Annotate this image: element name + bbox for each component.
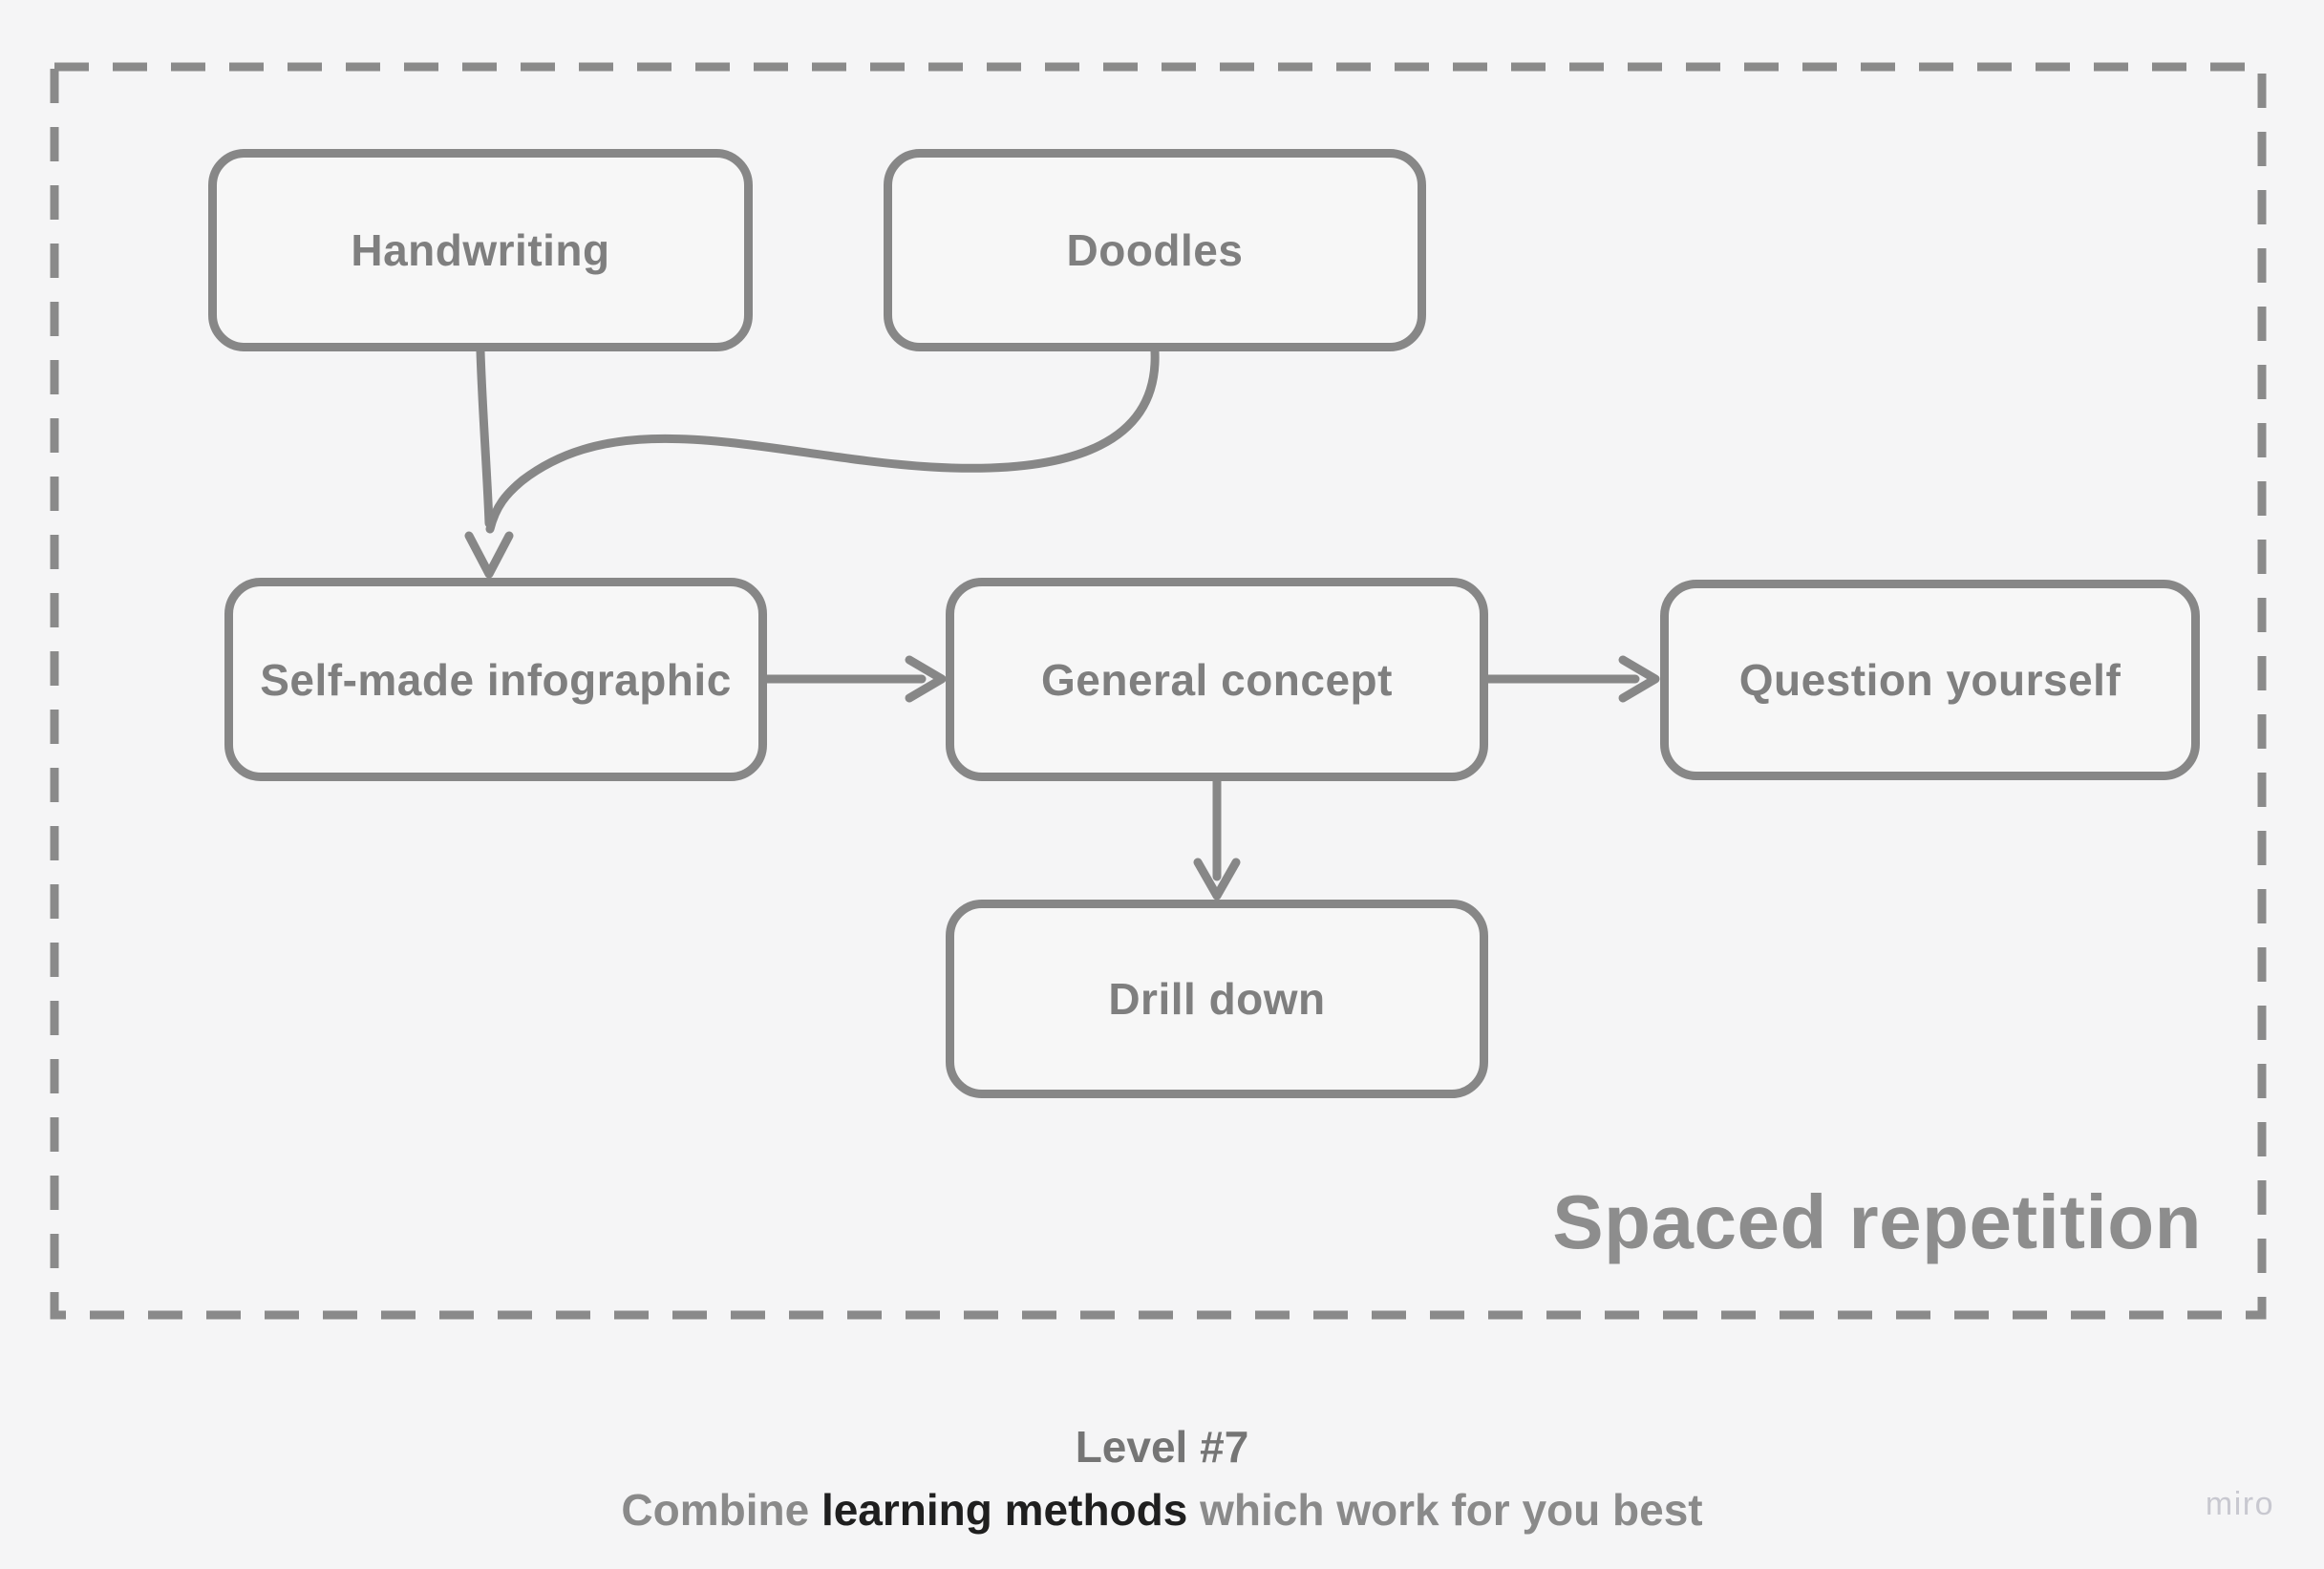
connector-arrowhead: [1618, 655, 1660, 703]
frame-border[interactable]: [50, 62, 2267, 1320]
miro-logo: miro: [2205, 1486, 2274, 1522]
connector-line: [485, 347, 1160, 534]
node-handwriting-label: Handwriting: [351, 225, 610, 275]
caption-subtitle-suffix: which work for you best: [1187, 1485, 1703, 1535]
caption-level[interactable]: Level #7: [1075, 1422, 1249, 1472]
node-general-concept[interactable]: General concept: [946, 578, 1488, 781]
connector-handwriting-to-infographic[interactable]: [464, 347, 514, 579]
node-general-concept-label: General concept: [1041, 654, 1393, 705]
connector-general-concept-to-drill-down[interactable]: [1193, 776, 1241, 901]
node-question-yourself[interactable]: Question yourself: [1660, 580, 2200, 780]
connector-arrowhead: [464, 531, 514, 579]
node-doodles[interactable]: Doodles: [884, 149, 1426, 351]
node-handwriting[interactable]: Handwriting: [208, 149, 753, 351]
caption-subtitle-prefix: Combine: [621, 1485, 821, 1535]
frame-title[interactable]: Spaced repetition: [1552, 1179, 2202, 1264]
connector-arrowhead: [905, 655, 947, 703]
node-self-made-infographic-label: Self-made infographic: [260, 654, 732, 705]
connector-line: [476, 347, 494, 528]
connector-general-concept-to-question-yourself[interactable]: [1483, 655, 1660, 703]
caption-subtitle-bold: learning methods: [821, 1485, 1188, 1535]
node-drill-down-label: Drill down: [1108, 974, 1326, 1024]
connector-doodles-to-infographic[interactable]: [485, 347, 1160, 534]
node-drill-down[interactable]: Drill down: [946, 900, 1488, 1098]
caption-subtitle[interactable]: Combine learning methods which work for …: [0, 1478, 2324, 1541]
caption-block: Level #7 Combine learning methods which …: [0, 1415, 2324, 1541]
connector-infographic-to-general-concept[interactable]: [762, 655, 947, 703]
connector-arrowhead: [1193, 858, 1241, 901]
node-doodles-label: Doodles: [1066, 225, 1244, 275]
node-self-made-infographic[interactable]: Self-made infographic: [224, 578, 767, 781]
node-question-yourself-label: Question yourself: [1738, 655, 2121, 705]
